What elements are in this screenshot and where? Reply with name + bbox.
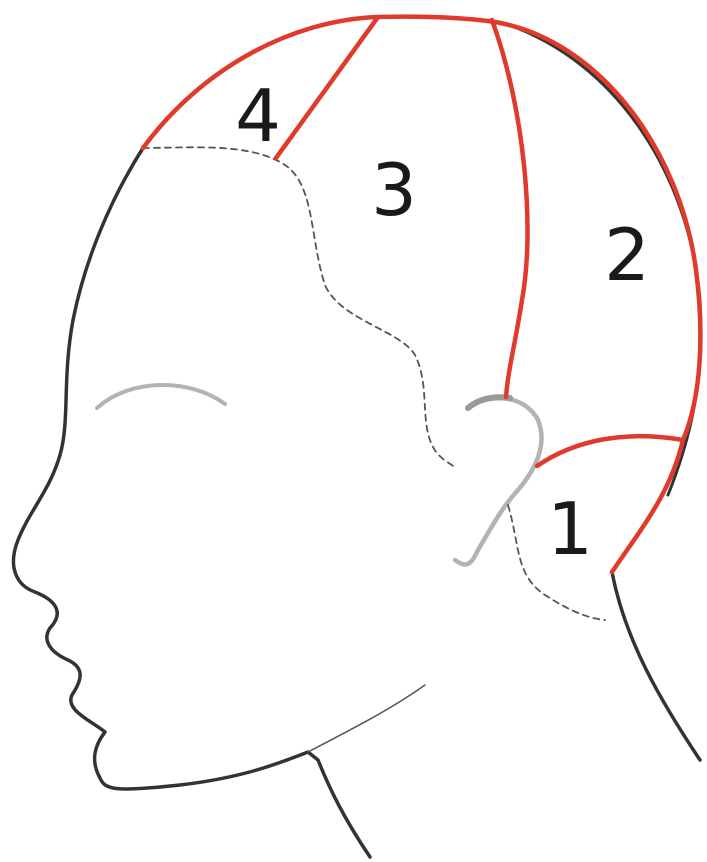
head-back-outline [500,22,701,495]
section-line-crown-to-nape [612,440,683,572]
jaw-line [308,685,425,752]
section-line-4-3 [276,17,378,158]
neck-back-line [612,572,700,760]
ear-inner-shape [468,397,510,408]
zone-label-2: 2 [604,213,650,297]
section-line-2-1 [537,436,683,466]
zone-label-1: 1 [547,487,593,571]
zone-label-3: 3 [371,148,417,232]
zone-label-4: 4 [235,74,281,158]
section-line-3-2 [492,20,528,397]
eye-shape [97,385,225,408]
ear-shape [455,398,541,564]
